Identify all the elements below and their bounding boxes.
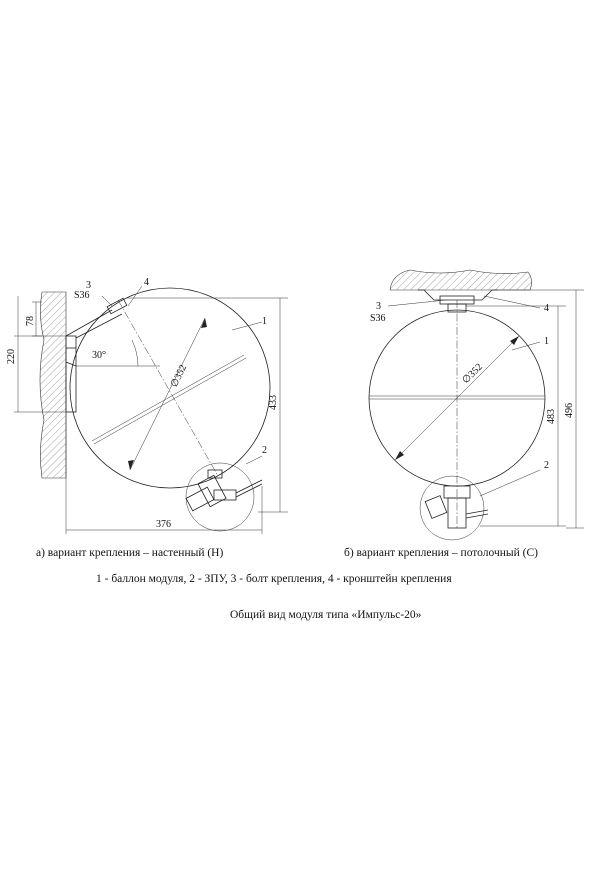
valve-assembly bbox=[419, 475, 489, 541]
ceiling bbox=[389, 269, 532, 291]
dim-220: 220 bbox=[6, 349, 17, 364]
dim-483: 483 bbox=[546, 409, 557, 424]
callout-3: 3 bbox=[86, 280, 91, 291]
callout-2: 2 bbox=[262, 445, 267, 456]
callout-2: 2 bbox=[544, 460, 549, 471]
dim-433: 433 bbox=[268, 395, 279, 410]
figure-title: Общий вид модуля типа «Импульс-20» bbox=[230, 609, 422, 621]
wall bbox=[39, 291, 67, 479]
bolt-label: S36 bbox=[370, 313, 386, 324]
caption-right: б) вариант крепления – потолочный (С) bbox=[344, 547, 538, 559]
bolt-label: S36 bbox=[74, 290, 90, 301]
callout-3: 3 bbox=[376, 301, 381, 312]
dim-78: 78 bbox=[25, 316, 36, 326]
cylinder-sphere bbox=[69, 287, 271, 489]
dim-496: 496 bbox=[564, 403, 575, 418]
center-line bbox=[117, 299, 219, 477]
diameter-line bbox=[129, 317, 206, 471]
valve-assembly bbox=[185, 462, 263, 532]
left-view: ∅352 30° 1 2 3 S36 4 78 bbox=[6, 277, 288, 534]
seam-line bbox=[91, 354, 245, 442]
legend: 1 - баллон модуля, 2 - ЗПУ, 3 - болт кре… bbox=[96, 573, 452, 585]
callout-1: 1 bbox=[262, 316, 267, 327]
callout-1: 1 bbox=[544, 336, 549, 347]
diameter-line bbox=[394, 335, 520, 461]
caption-left: а) вариант крепления – настенный (Н) bbox=[36, 547, 224, 559]
callout-4: 4 bbox=[144, 277, 149, 288]
diameter-label: ∅352 bbox=[169, 363, 189, 389]
right-view: ∅352 1 2 3 S36 4 483 496 bbox=[368, 269, 584, 541]
dim-376: 376 bbox=[156, 519, 171, 530]
angle-label: 30° bbox=[92, 350, 106, 361]
callout-4: 4 bbox=[544, 303, 549, 314]
ceiling-bracket bbox=[418, 289, 498, 313]
wall-bracket bbox=[65, 297, 128, 413]
